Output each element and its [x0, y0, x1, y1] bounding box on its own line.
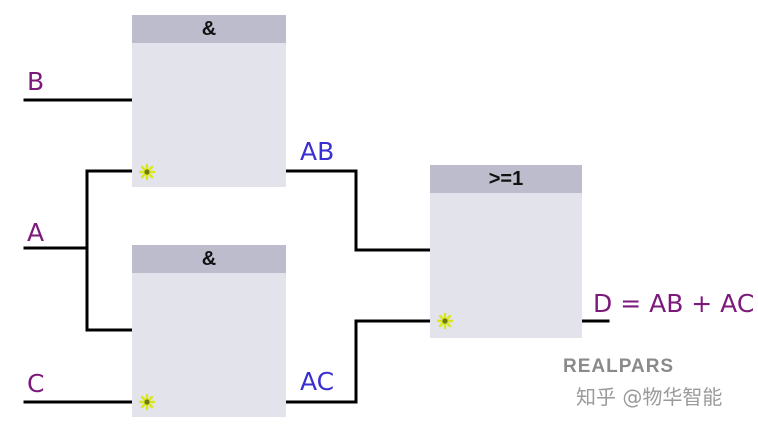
wire-ac-to-or	[284, 319, 432, 404]
input-label-b: B	[27, 67, 45, 96]
output-label: D = AB + AC	[593, 289, 755, 318]
wire-a-to-and-top	[23, 169, 134, 250]
input-label-c: C	[27, 369, 45, 398]
signal-label-ab: AB	[300, 137, 335, 166]
connector-star-icon	[436, 312, 454, 330]
and-block-top-title: &	[132, 15, 286, 43]
connector-star-icon	[138, 163, 156, 181]
or-block: >=1	[430, 165, 582, 338]
or-block-title: >=1	[430, 165, 582, 193]
signal-label-ac: AC	[300, 367, 335, 396]
and-block-top: &	[132, 15, 286, 187]
and-block-bottom: &	[132, 245, 286, 417]
watermark-text: 知乎 @物华智能	[576, 385, 723, 409]
input-label-a: A	[27, 218, 45, 247]
brand-logo-text: REALPARS	[563, 356, 675, 377]
wire-ab-to-or	[284, 169, 432, 252]
connector-star-icon	[138, 393, 156, 411]
wire-a-to-and-bottom	[85, 246, 134, 332]
and-block-bottom-title: &	[132, 245, 286, 273]
